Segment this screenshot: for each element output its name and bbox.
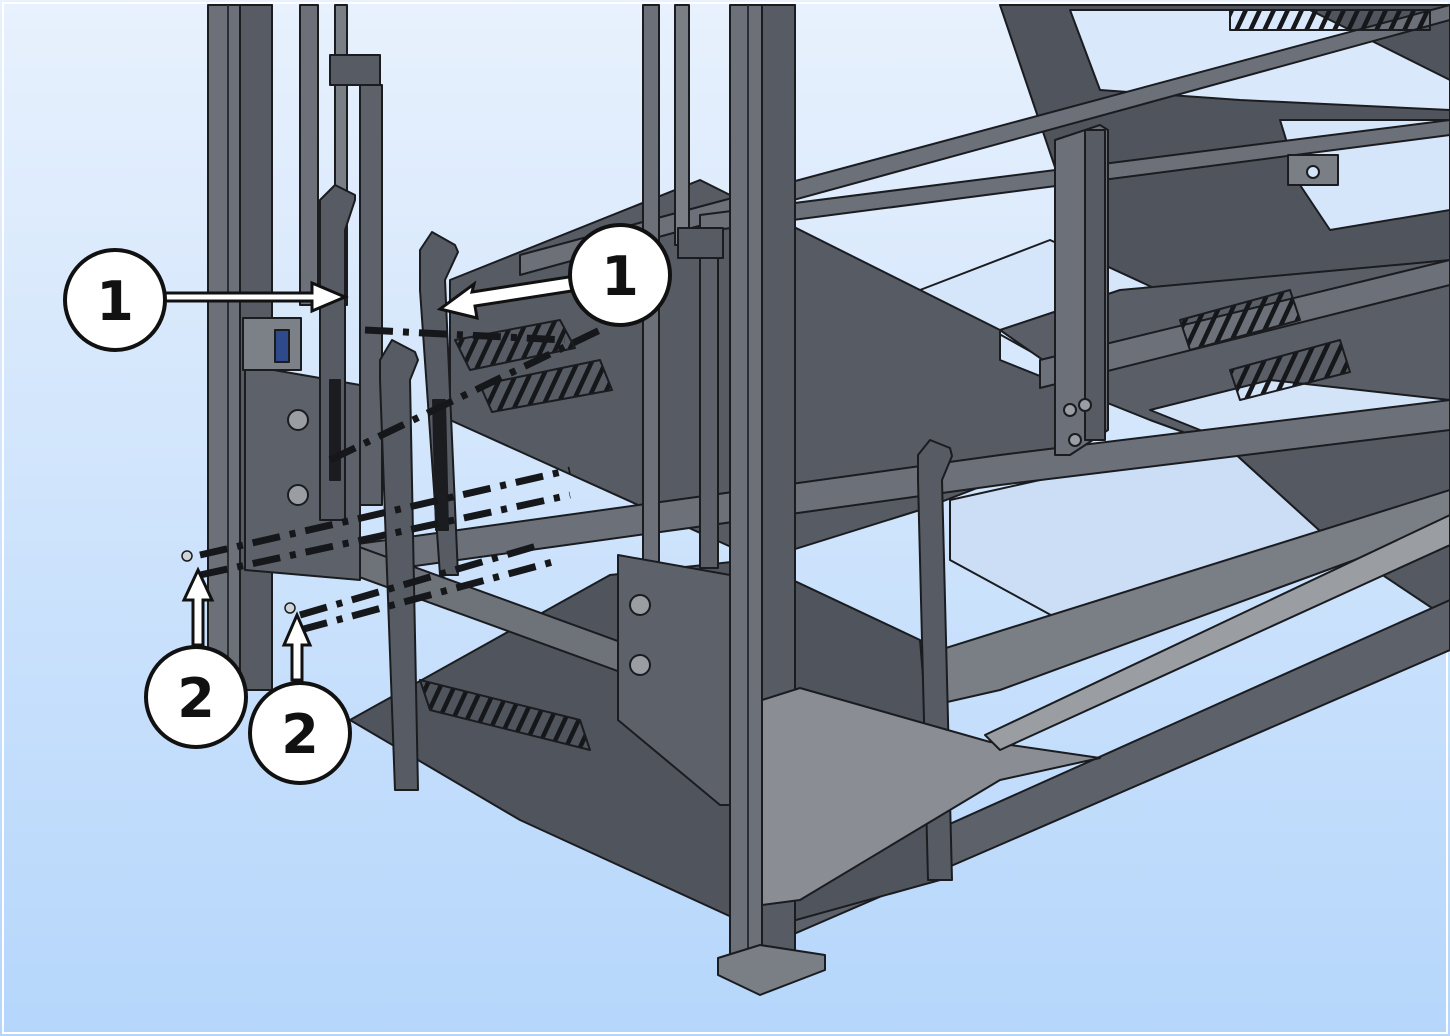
callout-circle — [568, 223, 672, 327]
callout-1-right: 1 — [568, 223, 672, 327]
callout-circle — [248, 681, 352, 785]
gusset-plate — [761, 687, 1101, 906]
right-plate-bolt-2 — [629, 654, 651, 676]
plate-bolt-1 — [287, 409, 309, 431]
callout-label: 1 — [601, 245, 639, 308]
alignment-lines — [199, 326, 602, 634]
callout-label: 2 — [177, 667, 215, 730]
left-hook-guide — [319, 184, 356, 521]
rear-bolt-3 — [1068, 433, 1082, 447]
slot-row-1 — [454, 319, 576, 371]
center-guide-slot — [432, 399, 449, 531]
slot-row-4 — [1179, 289, 1301, 351]
slot-row-5 — [1229, 339, 1351, 401]
fasteners — [181, 550, 296, 614]
callout-2-left: 2 — [144, 645, 248, 749]
bracket-component — [242, 317, 302, 371]
callout-circle — [63, 248, 167, 352]
callout-label: 1 — [96, 270, 134, 333]
rod-left-1 — [299, 4, 319, 306]
slot-row-3 — [419, 679, 591, 751]
callout-1-left: 1 — [63, 248, 167, 352]
callout-2-right: 2 — [248, 681, 352, 785]
rod-cap-left — [329, 54, 381, 86]
rod-mid-3 — [699, 257, 719, 569]
slot-row-2 — [479, 359, 613, 413]
floor-tab-hole — [1306, 165, 1320, 179]
slot-row-6 — [1229, 9, 1431, 31]
rear-bolt-2 — [1078, 398, 1092, 412]
rod-left-3 — [359, 84, 383, 506]
right-bracket-plate — [617, 554, 731, 806]
callout-circle — [144, 645, 248, 749]
front-flange — [984, 514, 1450, 751]
callout-label: 2 — [281, 703, 319, 766]
rod-mid-2 — [674, 4, 690, 246]
rear-bolt-1 — [1063, 403, 1077, 417]
plate-bolt-2 — [287, 484, 309, 506]
left-guide-slot — [329, 379, 341, 481]
upright-foot — [717, 944, 826, 996]
front-left-hook-guide — [379, 339, 419, 791]
rear-right-bracket-face — [1084, 129, 1106, 441]
leader-arrows — [163, 274, 580, 682]
bracket-component-blue — [274, 329, 290, 363]
rod-cap-mid — [677, 227, 724, 259]
right-plate-bolt-1 — [629, 594, 651, 616]
